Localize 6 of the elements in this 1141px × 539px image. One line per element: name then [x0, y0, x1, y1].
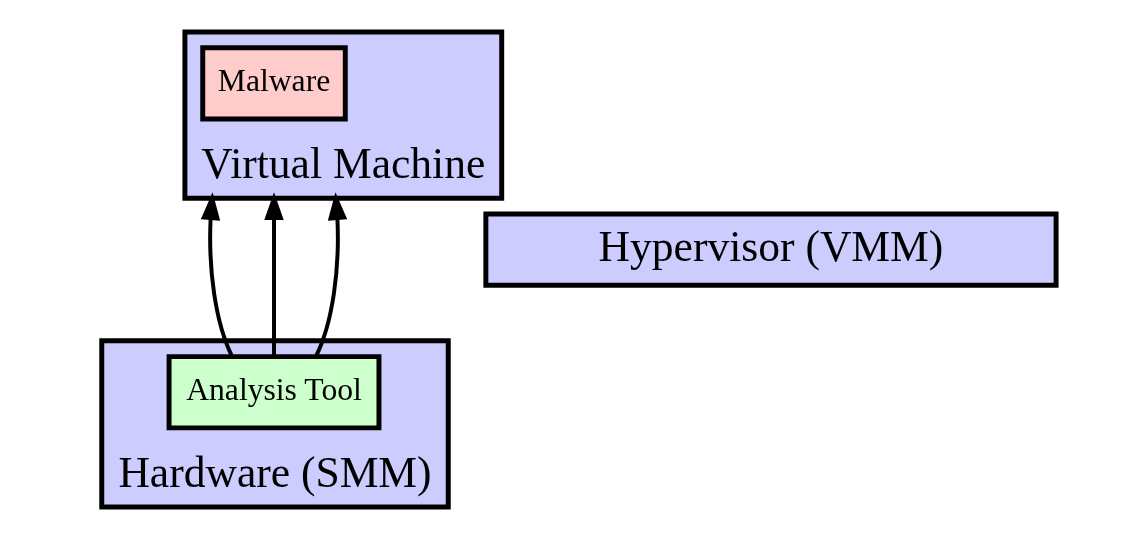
node-box: Hypervisor (VMM): [482, 211, 1059, 288]
arrow: [200, 192, 234, 358]
node-box: Analysis Tool: [166, 354, 381, 431]
arrow: [313, 192, 347, 358]
node-box: Malware: [199, 45, 348, 122]
arrow: [263, 192, 284, 357]
